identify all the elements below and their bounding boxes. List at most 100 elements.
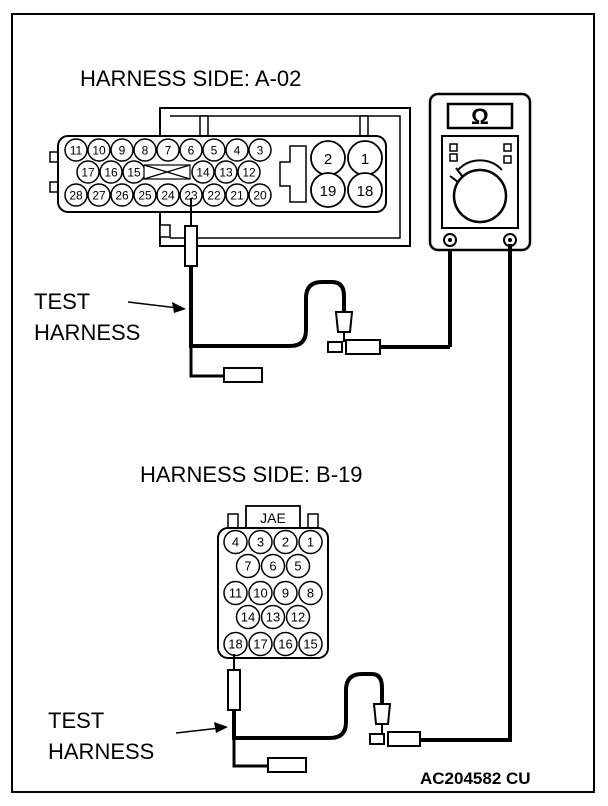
pin-18: 18 [223, 631, 248, 657]
svg-text:5: 5 [211, 143, 218, 157]
pin-6: 6 [179, 138, 203, 162]
connector-a-large-pin-1: 1 [347, 140, 383, 176]
svg-text:16: 16 [104, 165, 118, 179]
pin-25: 25 [133, 183, 157, 207]
range-dial-icon [452, 168, 508, 224]
connector-a-large-pin-19: 19 [310, 172, 346, 208]
pin-3: 3 [248, 138, 272, 162]
pin-12: 12 [237, 160, 261, 184]
svg-text:6: 6 [269, 559, 276, 574]
svg-text:11: 11 [229, 586, 243, 601]
svg-text:1: 1 [361, 151, 369, 168]
pin-11: 11 [223, 580, 248, 606]
test-harness-label-1-line1: TEST [34, 289, 90, 314]
svg-text:3: 3 [257, 535, 264, 550]
svg-text:15: 15 [127, 165, 141, 179]
alligator-clip-1 [334, 311, 354, 333]
svg-text:26: 26 [115, 188, 129, 202]
svg-text:16: 16 [278, 637, 292, 652]
svg-text:14: 14 [196, 165, 210, 179]
connector-a-key [279, 145, 307, 203]
connector-a-title: HARNESS SIDE: A-02 [80, 66, 301, 91]
svg-text:21: 21 [230, 188, 244, 202]
svg-text:10: 10 [92, 143, 106, 157]
test-harness-label-1-line2: HARNESS [34, 320, 140, 345]
meter-lead-plug-2 [387, 731, 421, 747]
svg-text:23: 23 [184, 188, 198, 202]
pin-14: 14 [235, 604, 261, 630]
probe-a-23 [184, 198, 198, 267]
svg-text:20: 20 [253, 188, 267, 202]
probe-b-18 [227, 654, 241, 711]
pin-9: 9 [110, 138, 134, 162]
svg-text:13: 13 [266, 610, 280, 625]
svg-text:11: 11 [70, 143, 83, 157]
pin-12: 12 [285, 604, 311, 630]
pin-13: 13 [214, 160, 238, 184]
svg-text:14: 14 [241, 610, 255, 625]
svg-text:2: 2 [282, 535, 289, 550]
pin-6: 6 [260, 553, 286, 579]
pin-7: 7 [235, 553, 261, 579]
test-harness-label-2-line2: HARNESS [48, 739, 154, 764]
pin-22: 22 [202, 183, 226, 207]
svg-text:3: 3 [257, 143, 264, 157]
spare-lead-plug-1 [223, 367, 263, 383]
connector-a-blank-cavity [143, 164, 191, 180]
svg-text:18: 18 [357, 183, 374, 200]
svg-text:8: 8 [307, 586, 314, 601]
test-harness-1 [189, 244, 452, 383]
figure-code: AC204582 CU [420, 769, 531, 788]
connector-b-title: HARNESS SIDE: B-19 [140, 462, 363, 487]
pin-11: 11 [64, 138, 88, 162]
pin-5: 5 [285, 553, 311, 579]
ohmmeter: Ω [428, 92, 532, 252]
svg-text:6: 6 [188, 143, 195, 157]
svg-text:9: 9 [119, 143, 126, 157]
ohm-symbol: Ω [471, 104, 489, 129]
svg-text:9: 9 [282, 586, 289, 601]
test-harness-2 [232, 672, 421, 773]
svg-text:2: 2 [324, 151, 332, 168]
pin-14: 14 [191, 160, 215, 184]
pin-13: 13 [260, 604, 286, 630]
meter-lead-plug-1 [345, 339, 381, 355]
pin-5: 5 [202, 138, 226, 162]
pin-8: 8 [133, 138, 157, 162]
svg-text:8: 8 [142, 143, 149, 157]
pin-4: 4 [223, 529, 248, 555]
pin-27: 27 [87, 183, 111, 207]
svg-text:12: 12 [291, 610, 305, 625]
pin-17: 17 [76, 160, 100, 184]
svg-text:10: 10 [253, 586, 267, 601]
svg-text:17: 17 [81, 165, 95, 179]
pin-23: 23 [179, 183, 203, 207]
ohmmeter-display [446, 102, 514, 130]
svg-text:15: 15 [303, 637, 317, 652]
pin-9: 9 [273, 580, 298, 606]
svg-text:1: 1 [307, 535, 314, 550]
connector-a-housing-inner [170, 115, 401, 239]
svg-text:7: 7 [244, 559, 251, 574]
pin-15: 15 [298, 631, 323, 657]
spare-lead-plug-2 [267, 757, 307, 773]
pin-28: 28 [64, 183, 88, 207]
pin-16: 16 [99, 160, 123, 184]
pin-4: 4 [225, 138, 249, 162]
alligator-clip-2 [372, 703, 392, 725]
pin-24: 24 [156, 183, 180, 207]
test-harness-label-2-line1: TEST [48, 708, 104, 733]
connector-a-large-pin-18: 18 [347, 172, 383, 208]
pin-7: 7 [156, 138, 180, 162]
svg-text:22: 22 [207, 188, 221, 202]
pin-3: 3 [248, 529, 273, 555]
pin-16: 16 [273, 631, 298, 657]
pin-1: 1 [298, 529, 323, 555]
svg-text:7: 7 [165, 143, 172, 157]
pin-2: 2 [273, 529, 298, 555]
connector-a-large-pin-2: 2 [310, 140, 346, 176]
